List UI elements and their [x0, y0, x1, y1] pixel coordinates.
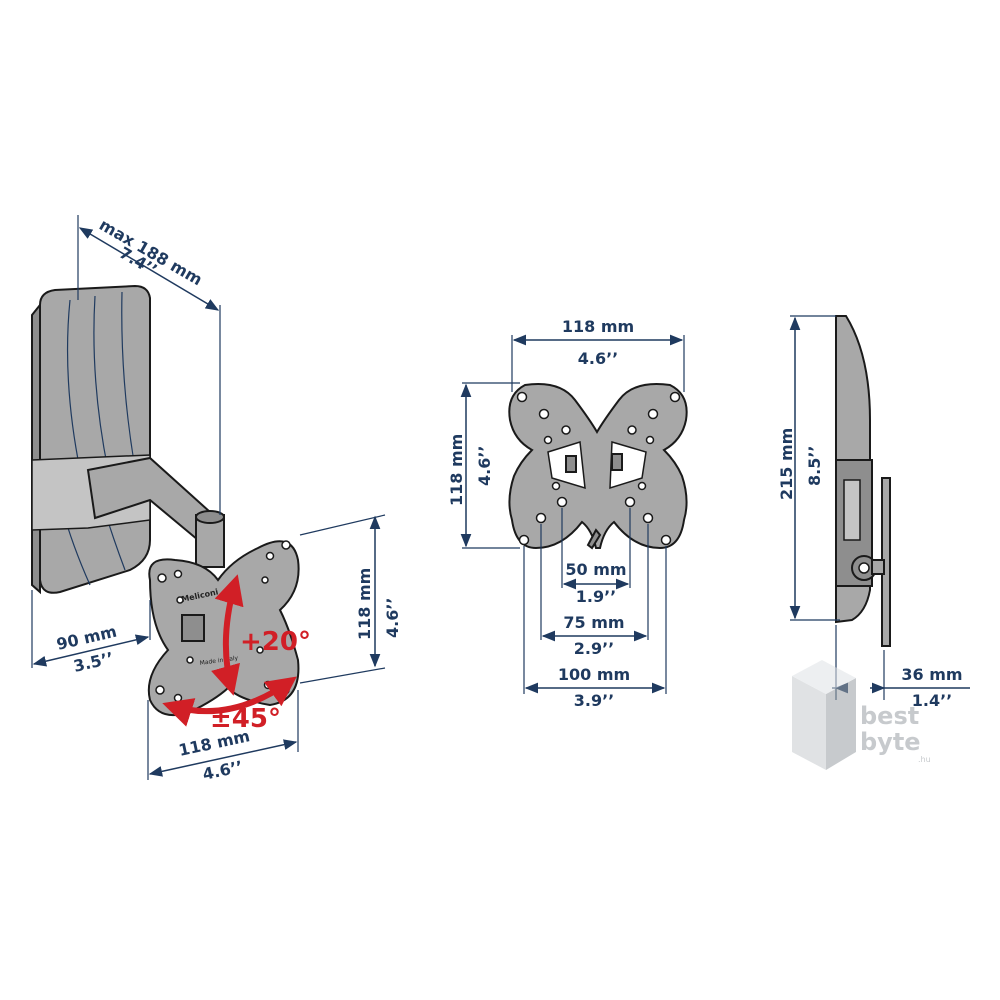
dim-wall-gap-side-mm: 36 mm	[901, 665, 962, 684]
dim-side-offset: 90 mm 3.5’’	[31, 590, 151, 676]
dim-vesa-75: 75 mm 2.9’’	[541, 613, 648, 658]
wall-plate	[39, 284, 151, 594]
dim-vesa-75-mm: 75 mm	[563, 613, 624, 632]
dim-vesa-100: 100 mm 3.9’’	[524, 665, 666, 710]
watermark-line1: best	[860, 702, 919, 730]
dim-plate-height-front-inch: 4.6’’	[475, 446, 494, 487]
dim-height-side: 215 mm 8.5’’	[777, 315, 840, 621]
dim-wall-gap-side: 36 mm 1.4’’	[832, 625, 970, 710]
bestbyte-logo: best byte .hu	[792, 660, 931, 770]
dim-vesa-75-inch: 2.9’’	[574, 639, 615, 658]
plate-bracket	[181, 614, 205, 642]
dim-plate-height-front: 118 mm 4.6’’	[447, 382, 520, 549]
dim-vesa-100-mm: 100 mm	[558, 665, 630, 684]
dim-plate-width-front: 118 mm 4.6’’	[511, 317, 685, 392]
pivot-cap	[195, 510, 225, 524]
vesa-plate-front	[508, 383, 688, 550]
wall-plate-side	[31, 302, 41, 595]
dim-vesa-50-inch: 1.9’’	[576, 587, 617, 606]
watermark-line2: byte	[860, 728, 921, 756]
side-arm-detail	[843, 479, 861, 541]
front-view: 118 mm 4.6’’ 118 mm 4.6’’ 50 mm 1.9’’ 75…	[447, 317, 688, 710]
dim-vesa-100-inch: 3.9’’	[574, 691, 615, 710]
dim-plate-height-left-mm: 118 mm	[355, 568, 374, 640]
watermark-suffix: .hu	[918, 755, 931, 764]
vesa-holes-front	[516, 391, 681, 546]
dim-wall-gap-side-inch: 1.4’’	[912, 691, 953, 710]
side-pivot-link	[871, 559, 885, 575]
side-view: 215 mm 8.5’’ 36 mm 1.4’’	[777, 315, 970, 710]
dim-plate-width-front-inch: 4.6’’	[578, 349, 619, 368]
bracket-clip-right	[611, 453, 623, 471]
dim-height-side-mm: 215 mm	[777, 428, 796, 500]
dim-plate-height-left-inch: 4.6’’	[383, 598, 402, 639]
dim-side-offset-inch: 3.5’’	[72, 648, 116, 676]
dim-vesa-50: 50 mm 1.9’’	[562, 560, 630, 606]
tilt-angle-label: +20°	[240, 627, 311, 657]
plate-tab	[586, 528, 602, 550]
dim-plate-height-left: 118 mm 4.6’’	[299, 514, 402, 684]
swivel-arrow	[162, 676, 297, 727]
swivel-angle-label: ±45°	[210, 704, 281, 734]
perspective-view: Meliconi Made in Italy +20° ±45° max 188…	[31, 215, 402, 784]
bracket-clip-left	[565, 455, 577, 473]
dim-vesa-50-mm: 50 mm	[565, 560, 626, 579]
dim-plate-height-front-mm: 118 mm	[447, 434, 466, 506]
dim-plate-width-front-mm: 118 mm	[562, 317, 634, 336]
dim-height-side-inch: 8.5’’	[805, 446, 824, 487]
